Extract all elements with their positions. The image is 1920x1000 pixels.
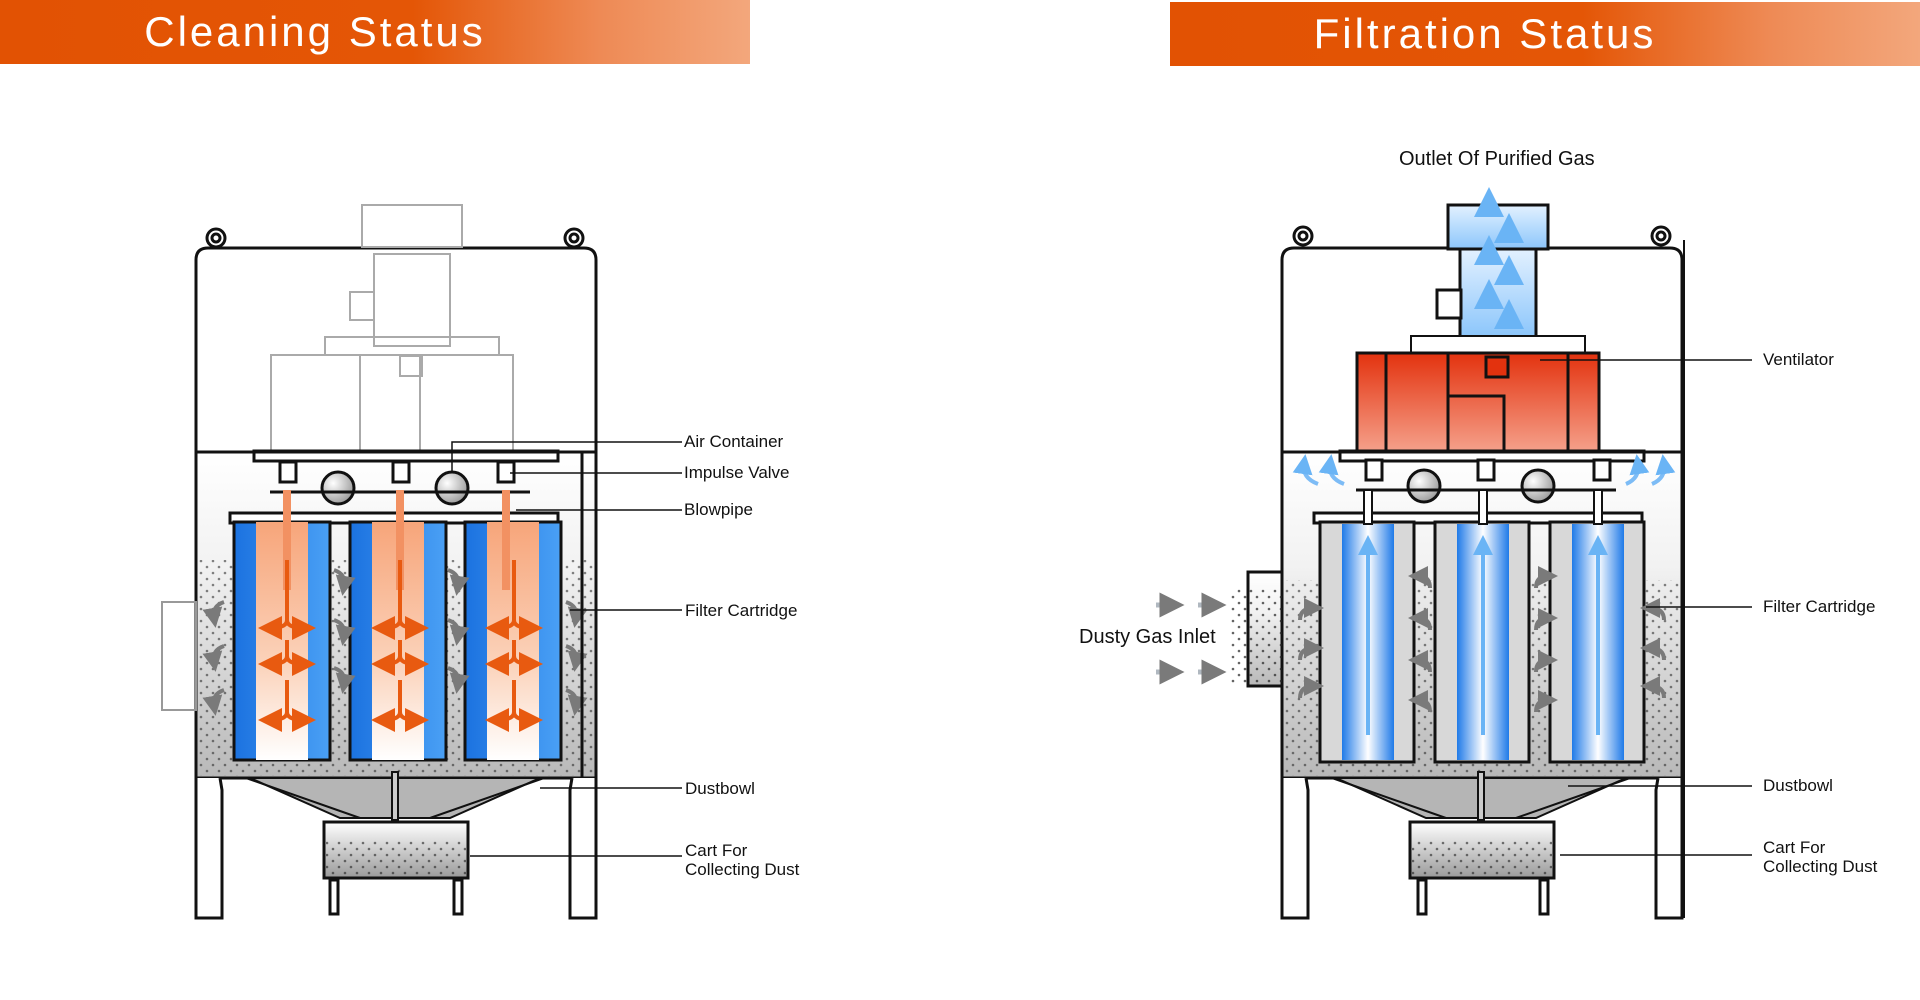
support-leg: [1654, 777, 1684, 920]
dust-fall-arrows: [202, 568, 588, 716]
support-leg: [194, 777, 224, 920]
cart-wheel-icon: [1416, 878, 1428, 916]
impulse-valve-icon: [1592, 458, 1612, 482]
ventilator: [1355, 351, 1601, 453]
leader-lines-left: [451, 441, 682, 857]
label-air-container: Air Container: [684, 432, 784, 451]
air-container-icon: [320, 470, 356, 506]
label-ventilator: Ventilator: [1763, 350, 1834, 369]
label-blowpipe: Blowpipe: [684, 500, 753, 519]
label-filter-cartridge: Filter Cartridge: [685, 601, 798, 620]
inlet-outline: [161, 601, 197, 711]
dust-flow-arrow-icon: [1298, 566, 1666, 713]
label-cart-line1: Cart For: [1763, 838, 1826, 857]
label-filter-cartridge: Filter Cartridge: [1763, 597, 1876, 616]
cleaning-machine: [161, 204, 682, 920]
impulse-valve-icon: [1364, 458, 1384, 482]
impulse-valve-icon: [496, 460, 516, 484]
purified-air-arrow-icon: [1474, 187, 1524, 329]
label-cart-line1: Cart For: [685, 841, 748, 860]
cleaning-status-title: Cleaning Status: [144, 8, 486, 55]
lifting-eye-icon: [1292, 225, 1672, 247]
outlet-duct: [1446, 203, 1550, 251]
air-container-icon: [1520, 468, 1556, 504]
support-leg: [1280, 777, 1310, 920]
label-dusty-gas-inlet: Dusty Gas Inlet: [1079, 626, 1216, 648]
leader-lines-right: [1540, 359, 1752, 856]
clean-air-up-arrow-icon: [1358, 535, 1608, 735]
label-dustbowl: Dustbowl: [1763, 776, 1833, 795]
label-impulse-valve: Impulse Valve: [684, 463, 790, 482]
cleaning-pulse-arrows: [258, 560, 543, 732]
impulse-valve-icon: [278, 460, 298, 484]
cart-wheel-icon: [452, 878, 464, 916]
airflow-arrow-icon: [1292, 454, 1676, 486]
cart-wheel-icon: [1538, 878, 1550, 916]
filtration-status-title: Filtration Status: [1313, 10, 1657, 57]
inlet-arrow-icon: [1156, 592, 1227, 685]
air-container-icon: [1406, 468, 1442, 504]
label-dustbowl: Dustbowl: [685, 779, 755, 798]
support-leg: [568, 777, 598, 920]
impulse-valve-icon: [1476, 458, 1496, 482]
filtration-status-banner: Filtration Status: [1170, 2, 1920, 66]
housing-top: [194, 246, 598, 454]
air-container-icon: [434, 470, 470, 506]
label-cart-line2: Collecting Dust: [685, 860, 800, 879]
cart-wheel-icon: [328, 878, 340, 916]
lifting-eye-icon: [205, 227, 585, 249]
ventilator-outline: [270, 204, 514, 453]
cleaning-status-banner: Cleaning Status: [0, 0, 750, 64]
impulse-valve-icon: [391, 460, 411, 484]
label-outlet-purified-gas: Outlet Of Purified Gas: [1399, 148, 1595, 170]
filtration-machine: [1156, 187, 1752, 920]
label-cart-line2: Collecting Dust: [1763, 857, 1878, 876]
